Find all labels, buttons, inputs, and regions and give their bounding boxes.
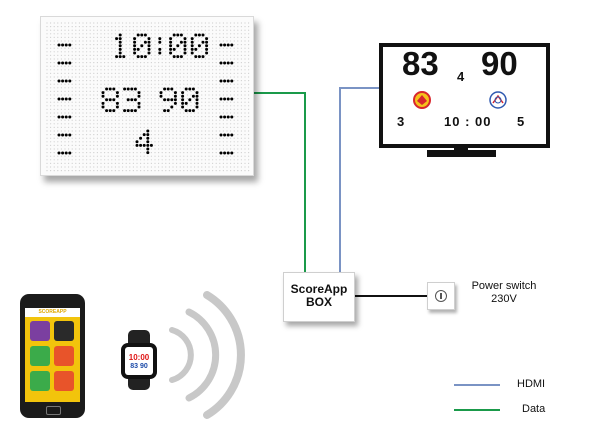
- tv-home-timeouts: 3: [397, 114, 405, 129]
- smartphone: SCOREAPP: [20, 294, 85, 418]
- away-team-logo-icon: [489, 91, 507, 109]
- led-background-dots: [46, 22, 250, 172]
- led-away-score: [159, 87, 199, 113]
- led-game-clock: [115, 33, 209, 59]
- app-tile-icon: [54, 371, 74, 391]
- tv-game-clock: 10 : 00: [444, 114, 492, 129]
- box-label-line1: ScoreApp: [290, 282, 348, 296]
- led-scoreboard: [40, 16, 254, 176]
- app-tile-icon: [30, 371, 50, 391]
- power-switch: [427, 282, 455, 310]
- tv-stand-neck: [454, 144, 468, 150]
- power-switch-label-line1: Power switch: [471, 280, 537, 292]
- led-home-score: [101, 87, 141, 113]
- legend-hdmi-label: HDMI: [517, 378, 546, 390]
- watch-time: 10:00: [128, 353, 150, 362]
- power-switch-label-line2: 230V: [491, 293, 517, 305]
- wireless-signal-icon: [169, 291, 245, 419]
- tv-stand-base: [427, 150, 496, 157]
- box-label-line2: BOX: [305, 295, 332, 309]
- phone-app-title: SCOREAPP: [25, 308, 80, 317]
- app-tile-icon: [30, 321, 50, 341]
- home-team-logo-icon: [413, 91, 431, 109]
- data-cable: [252, 92, 306, 272]
- led-away-indicators: [219, 43, 234, 155]
- tv-home-score: 83: [402, 45, 439, 82]
- tv-period: 4: [457, 69, 465, 84]
- app-tile-icon: [30, 346, 50, 366]
- power-switch-label: Power switch 230V: [464, 280, 544, 306]
- app-tile-icon: [54, 346, 74, 366]
- watch-scores: 83 90: [130, 363, 148, 370]
- hdmi-cable: [339, 87, 379, 272]
- led-period: [135, 129, 153, 155]
- phone-home-button: [46, 406, 61, 415]
- tv-away-timeouts: 5: [517, 114, 525, 129]
- tv-screen: 83 4 90 3 10 : 00 5: [379, 43, 550, 148]
- app-tile-icon: [54, 321, 74, 341]
- watch-screen: 10:00 83 90: [125, 347, 153, 375]
- tv-away-score: 90: [481, 45, 518, 82]
- phone-screen: SCOREAPP: [25, 308, 80, 402]
- legend-data-label: Data: [522, 403, 546, 415]
- scoreboard-dot-matrix: [46, 22, 250, 172]
- scoreapp-box: ScoreApp BOX: [283, 272, 355, 322]
- power-icon: [435, 290, 447, 302]
- led-home-indicators: [57, 43, 72, 155]
- smartwatch: 10:00 83 90: [121, 343, 157, 379]
